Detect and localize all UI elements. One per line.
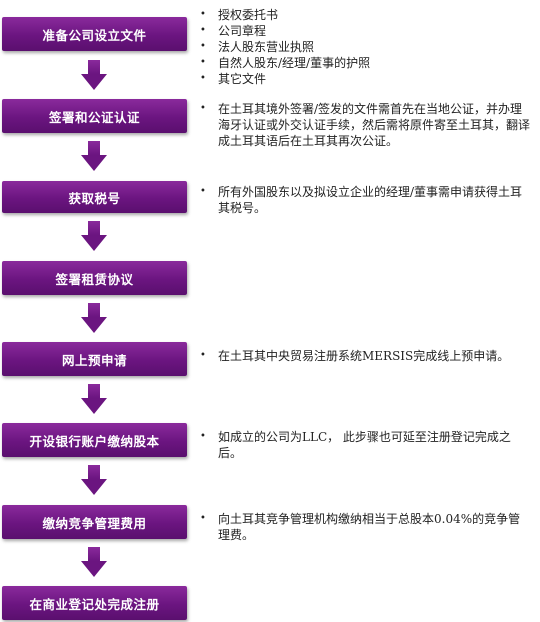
note-item: • 在土耳其中央贸易注册系统MERSIS完成线上预申请。 [198,348,530,364]
note-text: 授权委托书 [218,8,279,22]
notes-prepare-documents: • 授权委托书 • 公司章程 • 法人股东营业执照 • 自然人股东/经理/董事的护照 •… [198,7,530,87]
bullet-icon: • [200,41,206,52]
step-sign-notarize: 签署和公证认证 [2,99,187,133]
step-label: 在商业登记处完成注册 [29,596,160,612]
note-text: 自然人股东/经理/董事的护照 [218,56,371,70]
step-label: 获取税号 [68,190,121,206]
notes-bank-account-capital: • 如成立的公司为LLC， 此步骤也可延至注册登记完成之后。 [198,429,530,461]
note-item: • 公司章程 [198,23,530,39]
note-item: • 自然人股东/经理/董事的护照 [198,55,530,71]
note-item: • 向土耳其竞争管理机构缴纳相当于总股本0.04%的竞争管理费。 [198,511,530,543]
down-arrow-icon [81,303,107,333]
down-arrow-icon [81,221,107,251]
note-text: 如成立的公司为LLC， 此步骤也可延至注册登记完成之后。 [218,430,511,460]
step-label: 签署租赁协议 [55,271,134,287]
down-arrow-icon [81,384,107,414]
step-label: 网上预申请 [61,352,127,368]
down-arrow-icon [81,547,107,577]
note-text: 在土耳其中央贸易注册系统MERSIS完成线上预申请。 [218,349,510,363]
bullet-icon: • [200,431,206,442]
note-item: • 在土耳其境外签署/签发的文件需首先在当地公证，并办理海牙认证或外交认证手续，然… [198,101,530,149]
bullet-icon: • [200,9,206,20]
note-item: • 如成立的公司为LLC， 此步骤也可延至注册登记完成之后。 [198,429,530,461]
step-competition-fee: 缴纳竞争管理费用 [2,505,187,539]
notes-sign-notarize: • 在土耳其境外签署/签发的文件需首先在当地公证，并办理海牙认证或外交认证手续，然… [198,101,530,149]
bullet-icon: • [200,73,206,84]
note-item: • 授权委托书 [198,7,530,23]
down-arrow-icon [81,465,107,495]
note-item: • 其它文件 [198,71,530,87]
note-item: • 所有外国股东以及拟设立企业的经理/董事需申请获得土耳其税号。 [198,184,530,216]
notes-competition-fee: • 向土耳其竞争管理机构缴纳相当于总股本0.04%的竞争管理费。 [198,511,530,543]
step-label: 缴纳竞争管理费用 [42,515,147,531]
note-text: 公司章程 [218,24,267,38]
note-item: • 法人股东营业执照 [198,39,530,55]
step-label: 开设银行账户缴纳股本 [29,433,160,449]
bullet-icon: • [200,350,206,361]
notes-online-preapplication: • 在土耳其中央贸易注册系统MERSIS完成线上预申请。 [198,348,530,364]
notes-obtain-tax-id: • 所有外国股东以及拟设立企业的经理/董事需申请获得土耳其税号。 [198,184,530,216]
note-text: 向土耳其竞争管理机构缴纳相当于总股本0.04%的竞争管理费。 [218,512,521,542]
step-bank-account-capital: 开设银行账户缴纳股本 [2,423,187,457]
down-arrow-icon [81,60,107,90]
step-label: 签署和公证认证 [48,109,140,125]
bullet-icon: • [200,103,206,114]
note-text: 所有外国股东以及拟设立企业的经理/董事需申请获得土耳其税号。 [218,185,523,215]
note-text: 在土耳其境外签署/签发的文件需首先在当地公证，并办理海牙认证或外交认证手续，然后… [218,102,531,148]
bullet-icon: • [200,25,206,36]
step-label: 准备公司设立文件 [42,27,147,43]
down-arrow-icon [81,141,107,171]
step-sign-lease: 签署租赁协议 [2,261,187,295]
bullet-icon: • [200,513,206,524]
step-online-preapplication: 网上预申请 [2,342,187,376]
bullet-icon: • [200,186,206,197]
step-commercial-registration: 在商业登记处完成注册 [2,586,187,620]
bullet-icon: • [200,57,206,68]
note-text: 法人股东营业执照 [218,40,315,54]
step-obtain-tax-id: 获取税号 [2,181,187,213]
note-text: 其它文件 [218,72,267,86]
step-prepare-documents: 准备公司设立文件 [2,17,187,51]
